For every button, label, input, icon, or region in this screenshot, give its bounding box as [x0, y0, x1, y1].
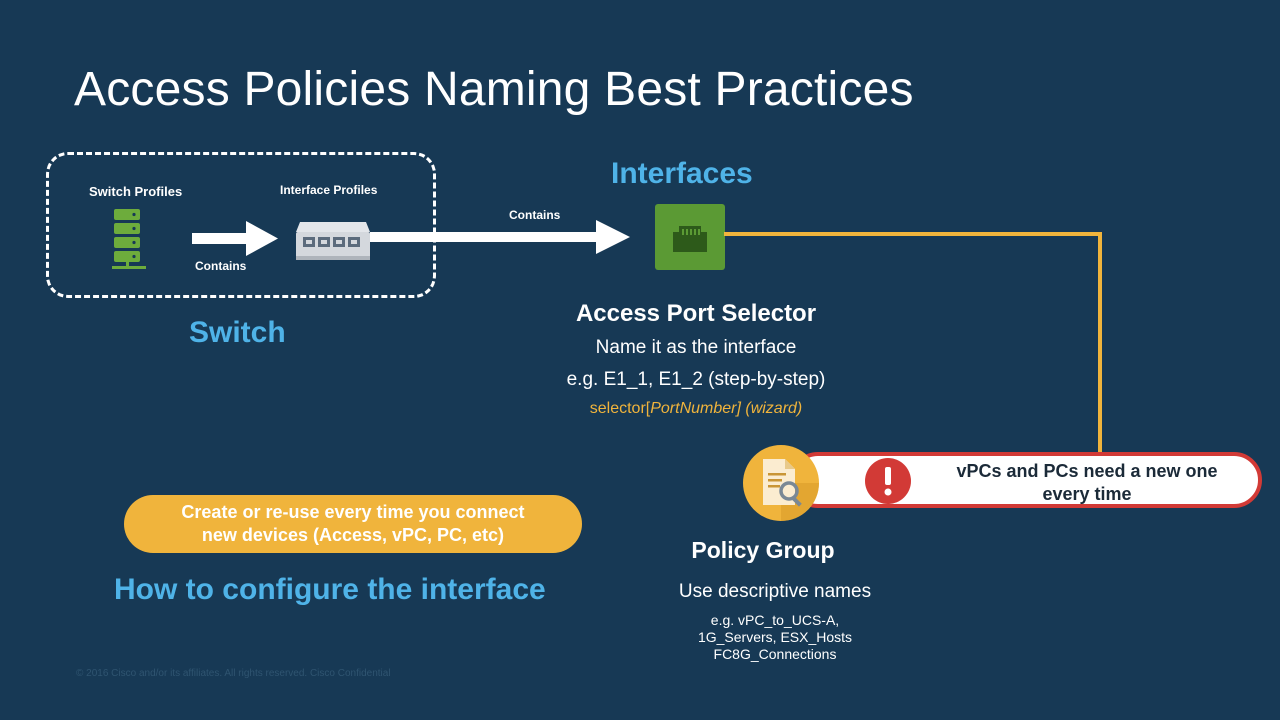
interfaces-title: Interfaces: [611, 157, 753, 190]
policy-group-example3: FC8G_Connections: [713, 646, 837, 662]
switch-title: Switch: [189, 316, 286, 349]
contains-arrow-1: [192, 221, 278, 256]
configure-heading: How to configure the interface: [114, 573, 546, 606]
contains-label-2: Contains: [509, 208, 561, 222]
selector-prefix: selector[: [589, 400, 651, 417]
document-search-icon: [743, 445, 819, 521]
policy-group-example2: 1G_Servers, ESX_Hosts: [697, 629, 853, 645]
switch-profiles-label: Switch Profiles: [89, 184, 183, 199]
server-stack-icon: [112, 209, 146, 269]
note-chip: Create or re-use every time you connect …: [124, 495, 582, 553]
contains-arrow-2: [370, 220, 630, 254]
alert-text: vPCs and PCs need a new one every time: [934, 460, 1240, 506]
exclamation-icon: [865, 458, 911, 504]
selector-wizard-text: PortNumber] (wizard): [650, 400, 803, 417]
note-chip-line2: new devices (Access, vPC, PC, etc): [201, 525, 505, 545]
policy-group-example1: e.g. vPC_to_UCS-A,: [710, 612, 840, 628]
policy-group-examples: e.g. vPC_to_UCS-A, 1G_Servers, ESX_Hosts…: [660, 612, 890, 663]
switch-group-box: [46, 152, 436, 298]
policy-group-title: Policy Group: [691, 537, 835, 563]
alert-line1: vPCs and PCs need a new one: [956, 461, 1218, 481]
rj45-port-icon: [655, 204, 725, 270]
policy-group-subtitle: Use descriptive names: [678, 581, 872, 602]
access-port-selector-line1: Name it as the interface: [595, 337, 797, 358]
access-port-selector-title: Access Port Selector: [575, 300, 817, 327]
switch-device-icon: [296, 222, 370, 260]
access-port-selector-line3: selector[PortNumber] (wizard): [520, 400, 872, 418]
access-port-selector-line2: e.g. E1_1, E1_2 (step-by-step): [566, 369, 826, 390]
footer-copyright: © 2016 Cisco and/or its affiliates. All …: [76, 668, 391, 679]
slide-title: Access Policies Naming Best Practices: [74, 63, 914, 116]
note-chip-line1: Create or re-use every time you connect: [181, 502, 525, 522]
contains-label-1: Contains: [195, 259, 247, 273]
interface-profiles-label: Interface Profiles: [280, 183, 378, 197]
connector-line: [724, 232, 1102, 464]
alert-line2: every time: [1042, 484, 1132, 504]
